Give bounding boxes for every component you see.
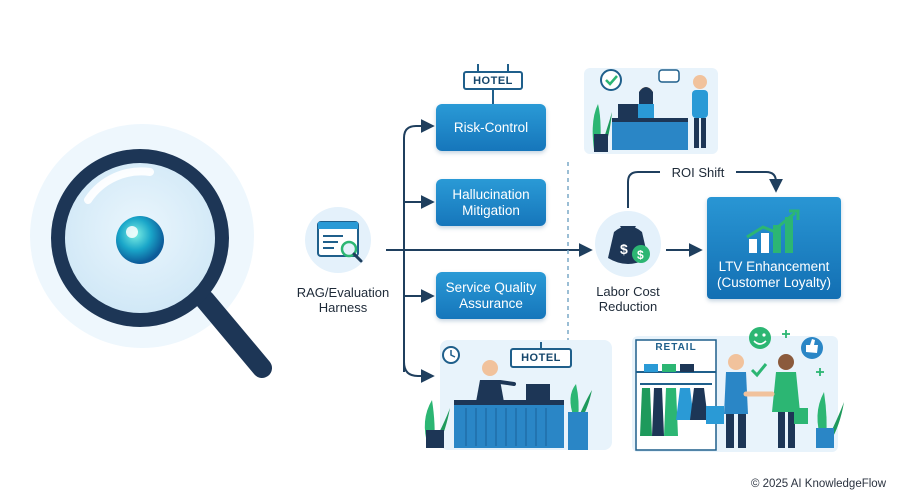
- node-risk-control: Risk-Control: [436, 104, 546, 151]
- magnifying-glass-icon: [30, 124, 272, 378]
- node-hallucination-mitigation: Hallucination Mitigation: [436, 179, 546, 226]
- copyright-text: © 2025 AI KnowledgeFlow: [750, 478, 886, 490]
- connector-lines: [386, 119, 783, 383]
- growth-chart-icon: [746, 209, 800, 253]
- smiley-icon: [749, 327, 771, 349]
- money-bag-icon: $ $: [595, 211, 661, 277]
- node-ltv-enhancement: LTV Enhancement (Customer Loyalty): [707, 197, 841, 299]
- hotel-front-desk-icon: [584, 68, 718, 154]
- svg-text:$: $: [637, 248, 644, 262]
- hotel-sign-bottom: HOTEL: [510, 348, 572, 368]
- roi-shift-label: ROI Shift: [671, 165, 725, 180]
- thumbs-up-icon: [801, 337, 823, 359]
- node-ltv-label: LTV Enhancement (Customer Loyalty): [716, 259, 832, 290]
- check-icon: [750, 363, 768, 378]
- hotel-sign-top: HOTEL: [463, 71, 523, 90]
- retail-sign: RETAIL: [655, 342, 697, 353]
- document-search-icon: [305, 207, 371, 273]
- hotel-sign-hanger: [477, 64, 509, 104]
- retail-store-icon: [632, 336, 844, 452]
- sparkle-icon: [782, 330, 824, 376]
- node-rag-evaluation-harness: RAG/Evaluation Harness: [296, 285, 390, 315]
- svg-text:$: $: [620, 241, 628, 257]
- node-labor-cost-reduction: Labor Cost Reduction: [596, 284, 660, 314]
- node-service-quality-assurance: Service Quality Assurance: [436, 272, 546, 319]
